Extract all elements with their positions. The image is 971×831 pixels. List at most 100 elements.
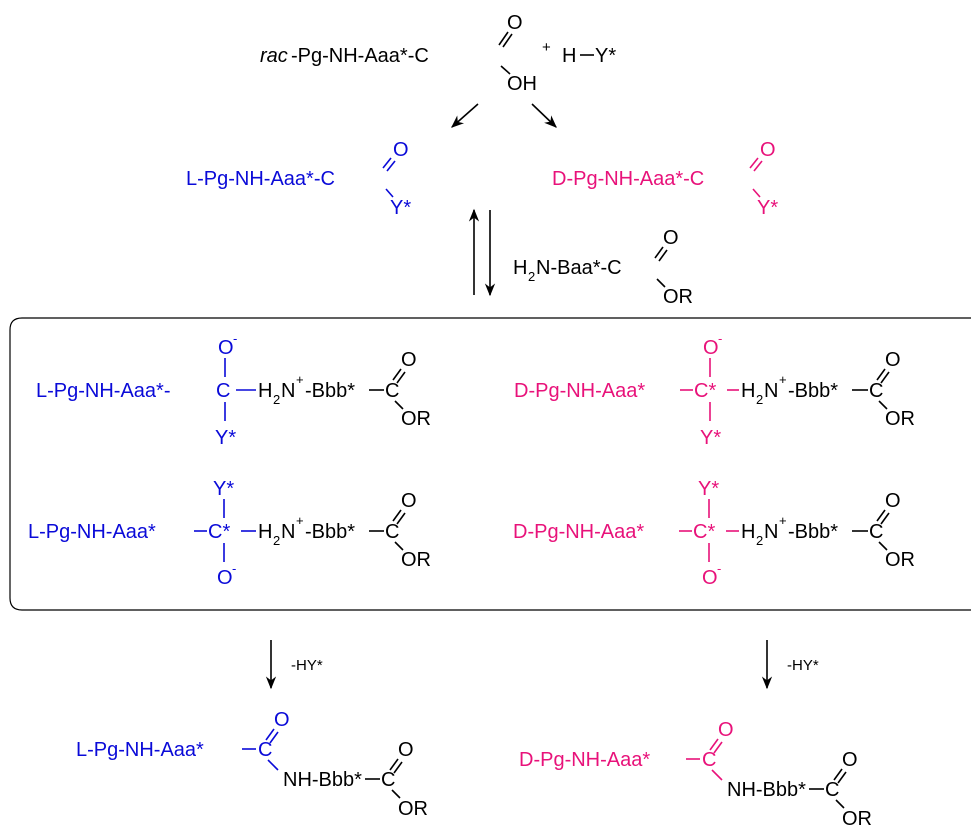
d-ester-co-bond-2 xyxy=(753,160,763,172)
int-l1-plus: + xyxy=(296,372,304,387)
d-active-ester: D-Pg-NH-Aaa*-C O Y* xyxy=(552,139,778,219)
prod-d-o2: O xyxy=(842,749,858,771)
int-l2-sub2: 2 xyxy=(273,533,280,548)
amine-h: H xyxy=(513,257,527,279)
amine-subscript: 2 xyxy=(528,269,535,284)
int-d1-charge: - xyxy=(718,331,722,346)
int-d2-cor-bond xyxy=(878,541,888,551)
int-d1-c2: C xyxy=(869,380,883,402)
chiral-auxiliary: H Y* xyxy=(562,45,616,67)
amine-chain: N-Baa*-C xyxy=(536,257,622,279)
amine-cor-bond xyxy=(656,278,666,288)
int-d1-chain: D-Pg-NH-Aaa* xyxy=(514,380,645,402)
int-l1-bbb: -Bbb* xyxy=(305,380,355,402)
int-l2-oxide: O xyxy=(217,567,233,589)
l-ester-y: Y* xyxy=(390,197,411,219)
acid-chain: -Pg-NH-Aaa*-C xyxy=(291,45,429,67)
int-d2-or: OR xyxy=(885,549,915,571)
prod-d-o: O xyxy=(718,719,734,741)
prod-l-cor-bond xyxy=(391,789,401,799)
l-ester-co-bond-1 xyxy=(382,157,392,169)
int-l1-n: N xyxy=(281,380,295,402)
int-l2-bbb: -Bbb* xyxy=(305,521,355,543)
int-l2-charge: - xyxy=(232,561,236,576)
int-d1-co2-bond-2 xyxy=(880,371,890,384)
int-d1-y: Y* xyxy=(700,427,721,449)
int-d2-sub2: 2 xyxy=(756,533,763,548)
l-active-ester: L-Pg-NH-Aaa*-C O Y* xyxy=(186,139,411,219)
int-d1-o: O xyxy=(885,349,901,371)
l-ester-cy-bond xyxy=(385,188,394,198)
int-d2-plus: + xyxy=(779,513,787,528)
intermediate-d-2: D-Pg-NH-Aaa* C* Y* O - H 2 N + -Bbb* C O… xyxy=(513,478,915,589)
plus-sign: + xyxy=(542,39,551,56)
prod-l-co-bond-2 xyxy=(269,731,279,744)
int-d2-y: Y* xyxy=(698,478,719,500)
prod-l-carbon: C xyxy=(258,739,272,761)
int-l2-or: OR xyxy=(401,549,431,571)
prod-l-co-bond-1 xyxy=(265,728,275,741)
int-l2-chain: L-Pg-NH-Aaa* xyxy=(28,521,156,543)
prod-l-o: O xyxy=(274,709,290,731)
d-ester-co-bond-1 xyxy=(749,157,759,169)
prod-l-co2-bond-2 xyxy=(393,761,403,774)
intermediates-box xyxy=(9,317,971,611)
acid-co-bond-2 xyxy=(502,33,513,48)
int-l1-co2-bond-1 xyxy=(392,368,402,381)
int-d1-sub2: 2 xyxy=(756,392,763,407)
rac-prefix: rac xyxy=(260,45,288,67)
d-ester-y: Y* xyxy=(757,197,778,219)
intermediate-l-2: L-Pg-NH-Aaa* C* Y* O - H 2 N + -Bbb* C O… xyxy=(28,478,431,589)
int-l1-h: H xyxy=(258,380,272,402)
int-d1-or: OR xyxy=(885,408,915,430)
prod-l-chain: L-Pg-NH-Aaa* xyxy=(76,739,204,761)
amine-co-bond-2 xyxy=(658,249,668,262)
int-l2-co2-bond-1 xyxy=(392,509,402,522)
prod-d-co2-bond-2 xyxy=(837,771,847,784)
int-d2-co2-bond-1 xyxy=(876,509,886,522)
prod-d-cor-bond xyxy=(835,799,845,809)
int-l1-c2: C xyxy=(385,380,399,402)
int-d1-oxide: O xyxy=(703,337,719,359)
int-d1-plus: + xyxy=(779,372,787,387)
int-l2-plus: + xyxy=(296,513,304,528)
prod-d-nh: NH-Bbb* xyxy=(727,779,806,801)
prod-d-chain: D-Pg-NH-Aaa* xyxy=(519,749,650,771)
int-d2-charge: - xyxy=(717,561,721,576)
int-l1-charge: - xyxy=(233,331,237,346)
int-l2-n: N xyxy=(281,521,295,543)
arrow-to-l-ester xyxy=(451,103,479,128)
acid-oh: OH xyxy=(507,73,537,95)
int-d2-chain: D-Pg-NH-Aaa* xyxy=(513,521,644,543)
prod-d-carbon: C xyxy=(702,749,716,771)
int-l1-carbon: C xyxy=(216,380,230,402)
amino-ester-reagent: H 2 N-Baa*-C O OR xyxy=(513,227,693,308)
prod-d-co-bond-1 xyxy=(709,738,719,751)
d-ester-cy-bond xyxy=(752,188,761,198)
product-d-dipeptide: D-Pg-NH-Aaa* C O NH-Bbb* C O OR xyxy=(519,719,872,830)
int-l1-oxide: O xyxy=(218,337,234,359)
auxiliary-h: H xyxy=(562,45,576,67)
int-d2-o: O xyxy=(885,490,901,512)
int-d1-bbb: -Bbb* xyxy=(788,380,838,402)
d-ester-chain: D-Pg-NH-Aaa*-C xyxy=(552,168,704,190)
elimination-label-l: -HY* xyxy=(291,657,323,674)
int-l1-o: O xyxy=(401,349,417,371)
int-l1-co2-bond-2 xyxy=(396,371,406,384)
intermediate-l-1: L-Pg-NH-Aaa*- C O - Y* H 2 N + -Bbb* C O… xyxy=(36,331,431,449)
int-l2-h: H xyxy=(258,521,272,543)
product-l-dipeptide: L-Pg-NH-Aaa* C O NH-Bbb* C O OR xyxy=(76,709,428,820)
prod-d-co-bond-2 xyxy=(713,741,723,754)
int-d2-n: N xyxy=(764,521,778,543)
amine-co-bond-1 xyxy=(654,246,664,259)
prod-l-co2-bond-1 xyxy=(389,758,399,771)
prod-d-or: OR xyxy=(842,808,872,830)
int-l2-carbon: C* xyxy=(208,521,230,543)
prod-l-nh: NH-Bbb* xyxy=(283,769,362,791)
int-d2-c2: C xyxy=(869,521,883,543)
prod-l-o2: O xyxy=(398,739,414,761)
int-l2-co2-bond-2 xyxy=(396,512,406,525)
int-d1-co2-bond-1 xyxy=(876,368,886,381)
int-d1-h: H xyxy=(741,380,755,402)
